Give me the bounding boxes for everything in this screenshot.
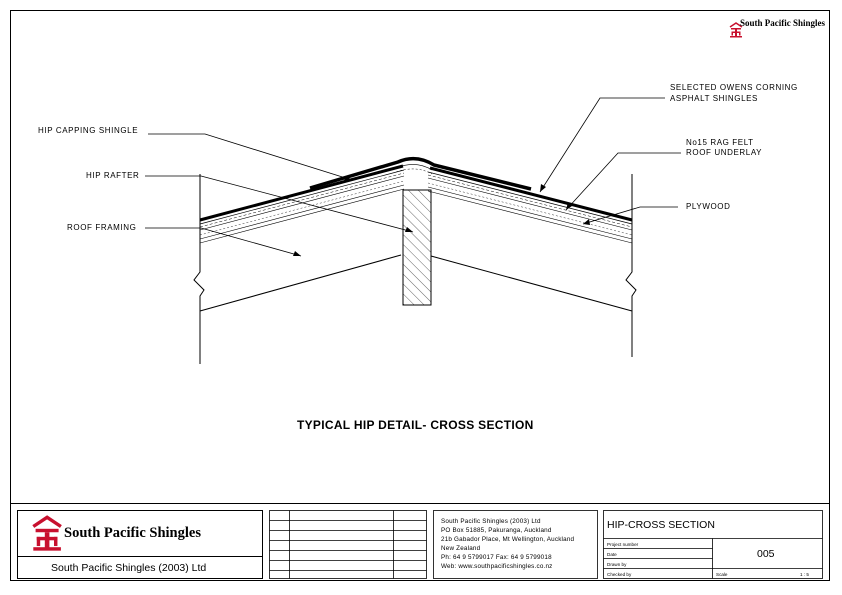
- leader-rag-felt: [565, 152, 681, 211]
- leader-shingles: [539, 97, 665, 193]
- leader-roof-framing: [145, 227, 302, 257]
- address-box: [433, 510, 598, 579]
- sheet-title: HIP-CROSS SECTION: [607, 519, 715, 531]
- header-logo: South Pacific Shingles: [729, 18, 826, 38]
- left-break-line: [193, 174, 205, 364]
- field-checked-by: Checked by: [607, 572, 632, 577]
- logo-mark-icon: [729, 22, 743, 38]
- field-project-number: Project number: [607, 542, 639, 547]
- header-brand-name: South Pacific Shingles: [740, 18, 826, 28]
- address-line-1: South Pacific Shingles (2003) Ltd: [441, 518, 541, 525]
- field-scale: Scale: [716, 572, 728, 577]
- hip-cross-section: [193, 156, 637, 364]
- address-line-2: PO Box 51885, Pakuranga, Auckland: [441, 527, 552, 534]
- label-selected-shingles: SELECTED OWENS CORNING: [670, 83, 798, 92]
- scale-value: 1 : 5: [800, 572, 809, 577]
- address-line-6: Web: www.southpacificshingles.co.nz: [441, 563, 553, 570]
- right-plywood-top: [427, 177, 633, 231]
- right-framing-line: [430, 255, 633, 312]
- company-name: South Pacific Shingles (2003) Ltd: [51, 562, 206, 574]
- right-shingle-layer: [429, 166, 633, 222]
- right-break-line: [625, 174, 637, 357]
- hip-capping-shingle: [309, 156, 532, 191]
- title-block: South Pacific Shingles South Pacific Shi…: [10, 503, 830, 579]
- field-drawn-by: Drawn by: [607, 562, 627, 567]
- drawing-number: 005: [757, 548, 775, 560]
- address-line-3: 21b Gabador Place, Mt Wellington, Auckla…: [441, 536, 575, 543]
- company-brand-name: South Pacific Shingles: [64, 525, 201, 541]
- left-rafter-top: [199, 188, 405, 244]
- company-logo-icon: [32, 515, 62, 551]
- right-rafter-top: [427, 190, 633, 244]
- outer-frame: [10, 10, 830, 581]
- field-date: Date: [607, 552, 617, 557]
- leader-arrowheads: [293, 176, 590, 256]
- leader-hip-capping: [148, 133, 353, 181]
- left-framing-line: [199, 254, 402, 312]
- drawing-title: TYPICAL HIP DETAIL- CROSS SECTION: [297, 418, 534, 432]
- leader-hip-rafter: [145, 175, 414, 233]
- label-roof-framing: ROOF FRAMING: [67, 223, 136, 232]
- label-hip-capping: HIP CAPPING SHINGLE: [38, 126, 138, 135]
- label-hip-rafter: HIP RAFTER: [86, 171, 139, 180]
- leader-lines: [145, 97, 681, 257]
- label-rag-felt: No15 RAG FELT: [686, 138, 754, 147]
- leader-plywood: [582, 206, 678, 225]
- left-shingle-layer: [199, 164, 404, 222]
- hip-rafter: [402, 189, 432, 306]
- address-line-4: New Zealand: [441, 545, 481, 552]
- label-roof-underlay: ROOF UNDERLAY: [686, 148, 762, 157]
- address-line-5: Ph: 64 9 5799017 Fax: 64 9 5799018: [441, 554, 552, 561]
- label-plywood: PLYWOOD: [686, 202, 731, 211]
- company-box: [17, 510, 263, 579]
- revision-grid: [269, 510, 427, 579]
- label-asphalt-shingles: ASPHALT SHINGLES: [670, 94, 758, 103]
- sheet-info-box: [603, 510, 823, 579]
